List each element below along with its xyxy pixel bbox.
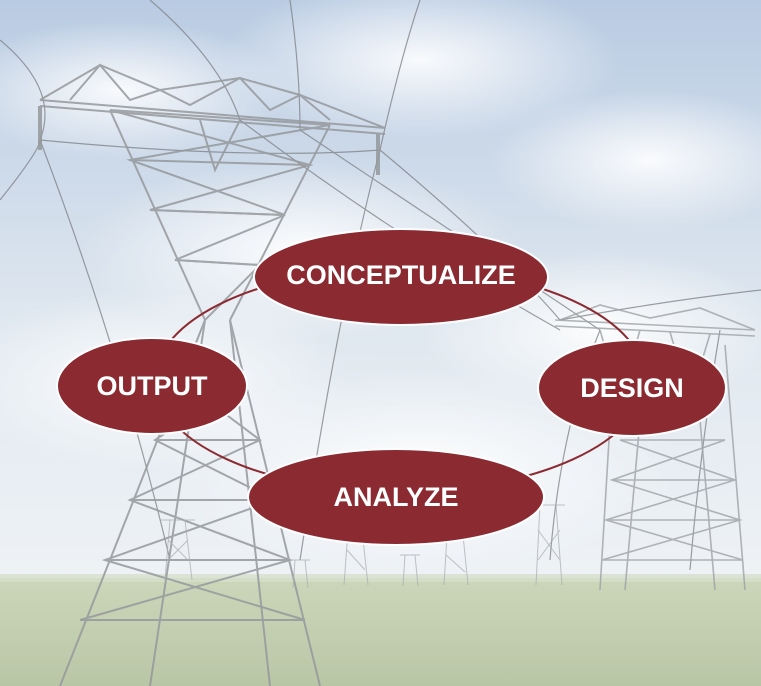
stage-label: DESIGN: [580, 373, 684, 403]
stage-label: OUTPUT: [97, 371, 209, 401]
grass-field: [0, 578, 761, 686]
stage-label: ANALYZE: [333, 482, 458, 512]
stage-analyze[interactable]: ANALYZE: [247, 448, 545, 546]
stage-node-shape: [56, 337, 248, 435]
stage-node-shape: [537, 339, 727, 437]
stage-design[interactable]: DESIGN: [537, 339, 727, 437]
pylon-right: [554, 304, 756, 591]
stage-conceptualize[interactable]: CONCEPTUALIZE: [253, 228, 549, 326]
stage-node-shape: [253, 228, 549, 326]
stage-node-shape: [247, 448, 545, 546]
stage-label: CONCEPTUALIZE: [286, 260, 516, 290]
stage-output[interactable]: OUTPUT: [56, 337, 248, 435]
